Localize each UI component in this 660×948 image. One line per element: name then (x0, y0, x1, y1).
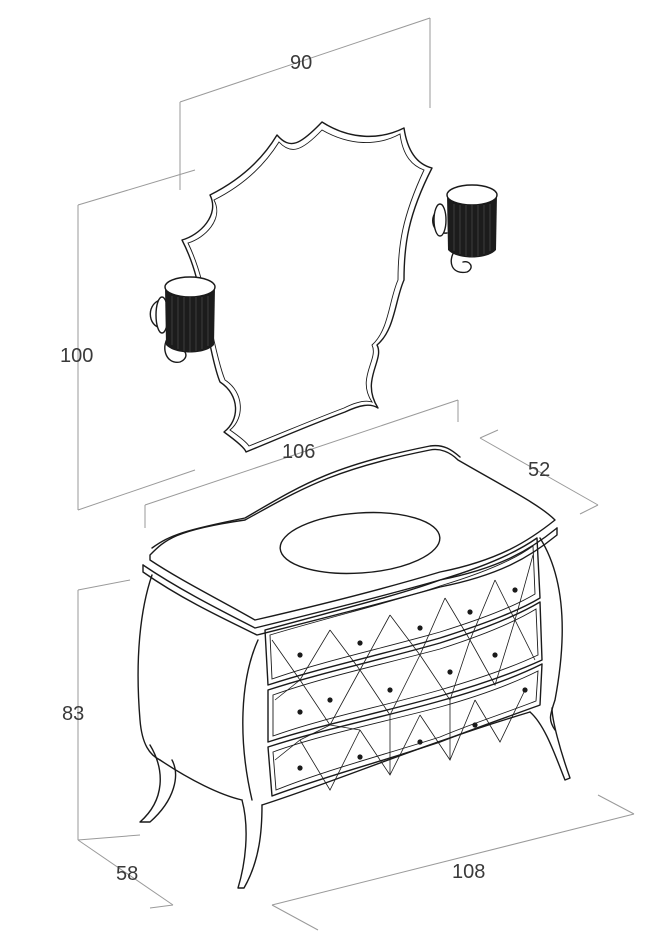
drawer-top (264, 537, 541, 686)
dimension-lines: 90 100 106 52 83 (60, 17, 635, 931)
dimension-base-width: 108 (271, 794, 635, 931)
wall-lamp-right (432, 184, 498, 274)
leg-front-left (237, 799, 263, 889)
quilted-buttons (297, 587, 528, 771)
dimension-base-depth: 58 (77, 839, 174, 909)
dimension-top-depth: 52 (479, 429, 599, 515)
label-mirror-height: 100 (60, 345, 93, 367)
drawer-middle (267, 601, 543, 743)
label-base-width: 108 (452, 861, 485, 883)
label-base-depth: 58 (116, 863, 138, 885)
quilted-pattern (271, 554, 536, 791)
sink-basin (279, 511, 441, 575)
dimension-mirror-height: 100 (60, 169, 196, 511)
cabinet-left-side (137, 574, 161, 761)
leg-front-right (529, 707, 571, 781)
wall-lamp-left (149, 276, 216, 363)
vanity-cabinet (137, 444, 571, 889)
dimension-top-width: 106 (144, 399, 459, 528)
leg-left-back (139, 744, 177, 823)
dimension-cabinet-height: 83 (62, 579, 141, 841)
countertop (149, 448, 556, 621)
label-mirror-width: 90 (290, 52, 312, 74)
dimension-mirror-width: 90 (179, 17, 431, 190)
mirror (181, 121, 433, 453)
lamp-shade-stripes-right (453, 204, 491, 257)
drawer-bottom (267, 663, 543, 797)
lamp-shade-stripes-left (171, 296, 209, 352)
cabinet-right-side (539, 537, 563, 731)
label-top-width: 106 (282, 441, 315, 463)
label-top-depth: 52 (528, 459, 550, 481)
label-cabinet-height: 83 (62, 703, 84, 725)
